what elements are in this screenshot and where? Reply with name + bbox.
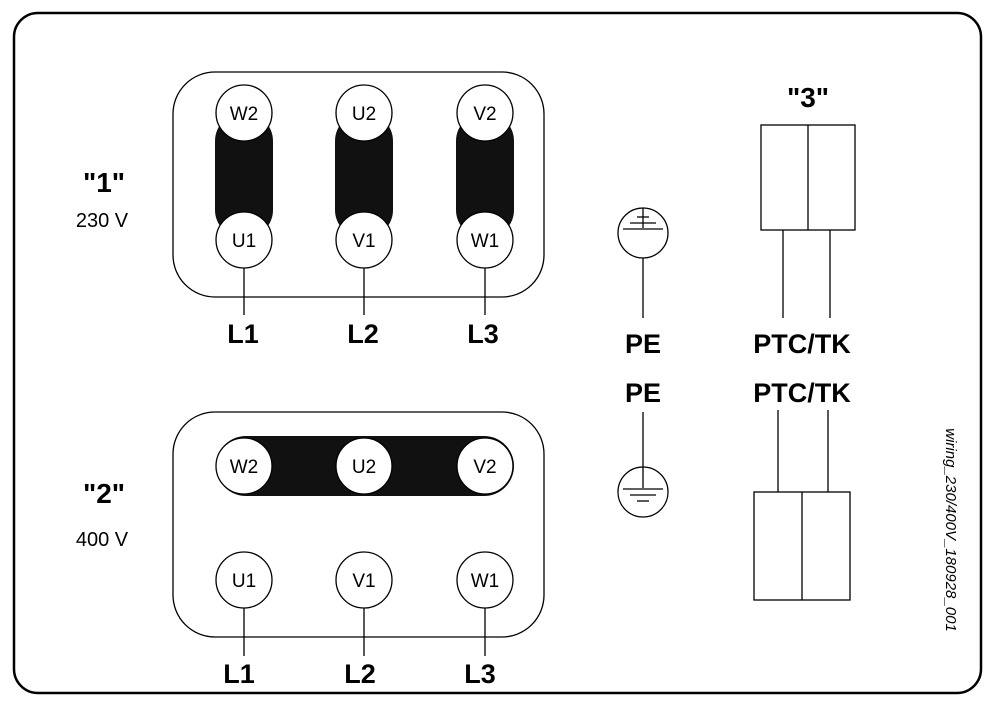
bottom-node-u1-label: U1 (232, 571, 256, 592)
top-line-l2: L2 (347, 319, 379, 349)
top-node-u1-label: U1 (232, 231, 256, 252)
top-node-u2-label: U2 (352, 104, 376, 125)
config-1-voltage: 230 V (76, 210, 129, 232)
top-node-v2-label: V2 (473, 104, 496, 125)
top-link-u2-v1 (335, 113, 393, 238)
top-node-v2 (456, 84, 514, 142)
ptc-top-label: PTC/TK (753, 329, 851, 359)
bottom-node-w2-label: W2 (230, 457, 259, 478)
top-node-w1 (456, 211, 514, 269)
config-2-label: "2" (83, 478, 125, 509)
bottom-node-w1-label: W1 (471, 571, 500, 592)
bottom-node-u2 (335, 437, 393, 495)
pe-top-ground (617, 207, 669, 318)
bottom-node-u1 (215, 551, 273, 609)
top-node-w2 (215, 84, 273, 142)
bottom-line-l3: L3 (464, 659, 496, 689)
pe-bottom-ground (617, 412, 669, 518)
top-terminal-block: W2 U2 V2 U1 V1 W1 (172, 71, 545, 315)
ptc-bottom-label: PTC/TK (753, 378, 851, 408)
config-3-label: "3" (787, 82, 829, 113)
pe-top-label: PE (625, 329, 661, 359)
config-1-label: "1" (83, 167, 125, 198)
bottom-node-v1 (335, 551, 393, 609)
top-node-v1-label: V1 (352, 231, 375, 252)
bottom-node-v2-label: V2 (473, 457, 496, 478)
bottom-node-w1 (456, 551, 514, 609)
bottom-node-u2-label: U2 (352, 457, 376, 478)
top-node-w2-label: W2 (230, 104, 259, 125)
bottom-terminal-block: W2 U2 V2 U1 V1 W1 (172, 411, 545, 656)
top-line-l3: L3 (467, 319, 499, 349)
drawing-code: wiring_230/400V_180928_001 (942, 428, 959, 632)
top-node-u1 (215, 211, 273, 269)
bottom-line-l2: L2 (344, 659, 376, 689)
config-2-voltage: 400 V (76, 529, 129, 551)
ptc-bottom-terminal (753, 410, 851, 601)
top-node-w1-label: W1 (471, 231, 500, 252)
top-link-v2-w1 (456, 113, 514, 238)
pe-bottom-label: PE (625, 378, 661, 408)
top-line-l1: L1 (227, 319, 259, 349)
bottom-node-v1-label: V1 (352, 571, 375, 592)
bottom-line-l1: L1 (223, 659, 255, 689)
ptc-top-terminal (760, 124, 856, 318)
top-link-w2-u1 (215, 113, 273, 238)
bottom-node-v2 (456, 437, 514, 495)
bottom-node-w2 (215, 437, 273, 495)
top-node-u2 (335, 84, 393, 142)
top-node-v1 (335, 211, 393, 269)
